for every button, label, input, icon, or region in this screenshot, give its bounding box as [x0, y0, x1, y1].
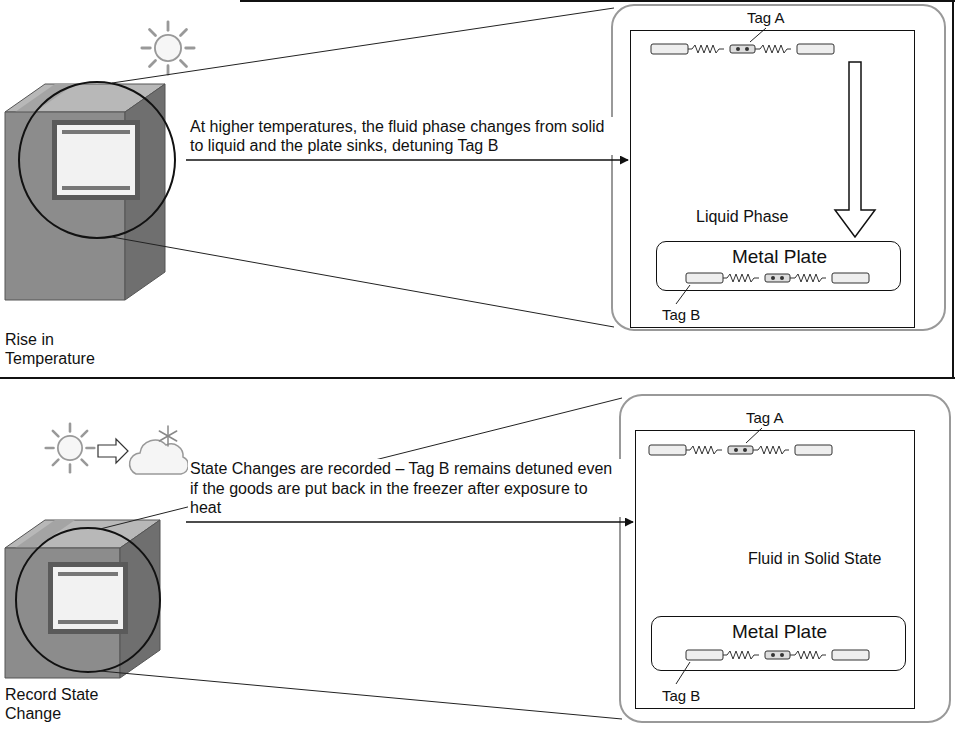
rfid-tag — [686, 273, 869, 283]
zoom-circle — [19, 82, 175, 238]
plate-label: Metal Plate — [652, 621, 907, 644]
indicator-window — [48, 562, 128, 634]
sink-arrow — [835, 62, 875, 237]
cloud-icon — [130, 440, 189, 474]
indicator-window — [52, 120, 140, 200]
zoom-line — [112, 8, 614, 327]
fluid-chamber: Metal PlateTag BTag ALiquid Phase — [630, 30, 915, 328]
tag-label: Tag A — [747, 9, 817, 27]
phase-label: Liquid Phase — [696, 207, 846, 226]
state-label: Record State Change — [5, 685, 115, 723]
tag-label: Tag A — [746, 409, 816, 427]
zoom-panel — [620, 395, 950, 722]
rfid-tag — [686, 650, 869, 660]
metal-plate: Metal PlateTag B — [651, 616, 906, 671]
snowflake-icon — [159, 426, 176, 446]
metal-plate: Metal PlateTag B — [656, 241, 901, 291]
package-box: Rise in Temperature — [0, 78, 185, 372]
edge-label: At higher temperatures, the fluid phase … — [188, 117, 622, 155]
rfid-tag — [651, 44, 834, 54]
cardboard-box — [5, 84, 165, 300]
change-arrow — [98, 439, 128, 463]
sun-icon — [46, 424, 95, 473]
tag-label: Tag B — [662, 306, 722, 324]
phase-label: Fluid in Solid State — [748, 549, 910, 568]
frame — [0, 0, 955, 378]
state-arrow — [186, 521, 633, 523]
state-label: Rise in Temperature — [5, 330, 115, 368]
state-arrow — [186, 159, 628, 161]
zoom-line — [100, 398, 622, 719]
plate-label: Metal Plate — [657, 246, 902, 269]
tag-label: Tag B — [662, 687, 722, 705]
cardboard-box — [5, 520, 160, 678]
rfid-tag — [649, 445, 832, 455]
sun-icon — [142, 22, 194, 74]
edge-label: State Changes are recorded – Tag B remai… — [188, 459, 622, 517]
zoom-circle — [16, 528, 160, 672]
zoom-panel — [612, 5, 945, 330]
package-box: Record State Change — [0, 515, 185, 730]
fluid-chamber: Metal PlateTag BTag AFluid in Solid Stat… — [635, 430, 915, 709]
